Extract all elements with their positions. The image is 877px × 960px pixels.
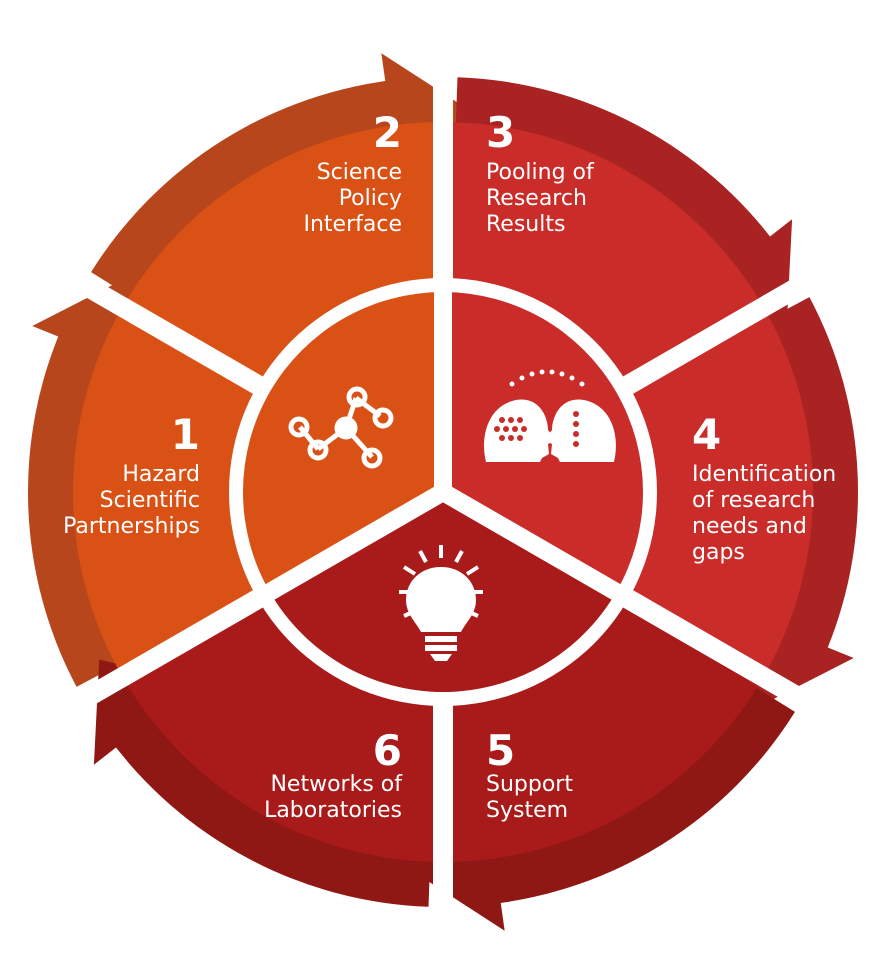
segment-1-label: Hazard Scientific Partnerships (30, 462, 200, 540)
segment-5-line-2: System (486, 798, 569, 823)
segment-3-line-2: Research (486, 186, 587, 211)
segment-1-shape (73, 307, 260, 677)
segment-3-label: Pooling of Research Results (486, 160, 666, 238)
segment-1-line-3: Partnerships (63, 514, 200, 539)
segment-divider-3 (612, 584, 843, 729)
segment-2-line-1: Science (316, 160, 402, 185)
segment-5-label: Support System (486, 772, 666, 824)
lightbulb-icon (399, 545, 483, 661)
segment-2-shape (122, 122, 443, 386)
inner-divider-3 (261, 484, 448, 602)
segment-5-number: 5 (486, 726, 516, 775)
segment-2-label: Science Policy Interface (232, 160, 403, 238)
segment-1-number: 1 (170, 410, 200, 459)
segment-3-line-3: Results (486, 212, 566, 237)
segment-4-line-1: Identification (692, 462, 837, 487)
segment-4-number: 4 (692, 410, 722, 459)
segment-divider-6 (43, 255, 274, 400)
segment-6-line-2: Laboratories (264, 798, 402, 823)
outer-segments (43, 37, 843, 947)
center-icons (288, 369, 616, 661)
segment-2-line-3: Interface (303, 212, 403, 237)
segment-6-number: 6 (372, 726, 402, 775)
segment-5-line-1: Support (486, 772, 573, 797)
segment-3-line-1: Pooling of (486, 160, 594, 185)
segment-6-line-1: Networks of (270, 772, 402, 797)
two-heads-icon (484, 369, 616, 462)
segment-6-shape (122, 598, 443, 862)
segment-4-shape (626, 307, 813, 677)
segment-3-shape (443, 122, 764, 386)
segment-2-number: 2 (372, 108, 402, 157)
segment-1-line-1: Hazard (122, 462, 200, 487)
segment-2-line-2: Policy (338, 186, 402, 211)
segment-4-line-4: gaps (692, 540, 745, 565)
segment-divider-2 (612, 255, 843, 400)
inner-divider-2 (438, 484, 625, 602)
segment-4-line-3: needs and (692, 514, 807, 539)
segment-1-line-2: Scientific (99, 488, 200, 513)
network-icon (288, 386, 394, 469)
segment-5-shape (443, 598, 764, 862)
segment-6-label: Networks of Laboratories (212, 772, 402, 824)
segment-4-line-2: of research (692, 488, 816, 513)
segment-4-label: Identification of research needs and gap… (692, 462, 872, 566)
segment-3-number: 3 (486, 108, 516, 157)
segment-divider-5 (43, 584, 274, 729)
